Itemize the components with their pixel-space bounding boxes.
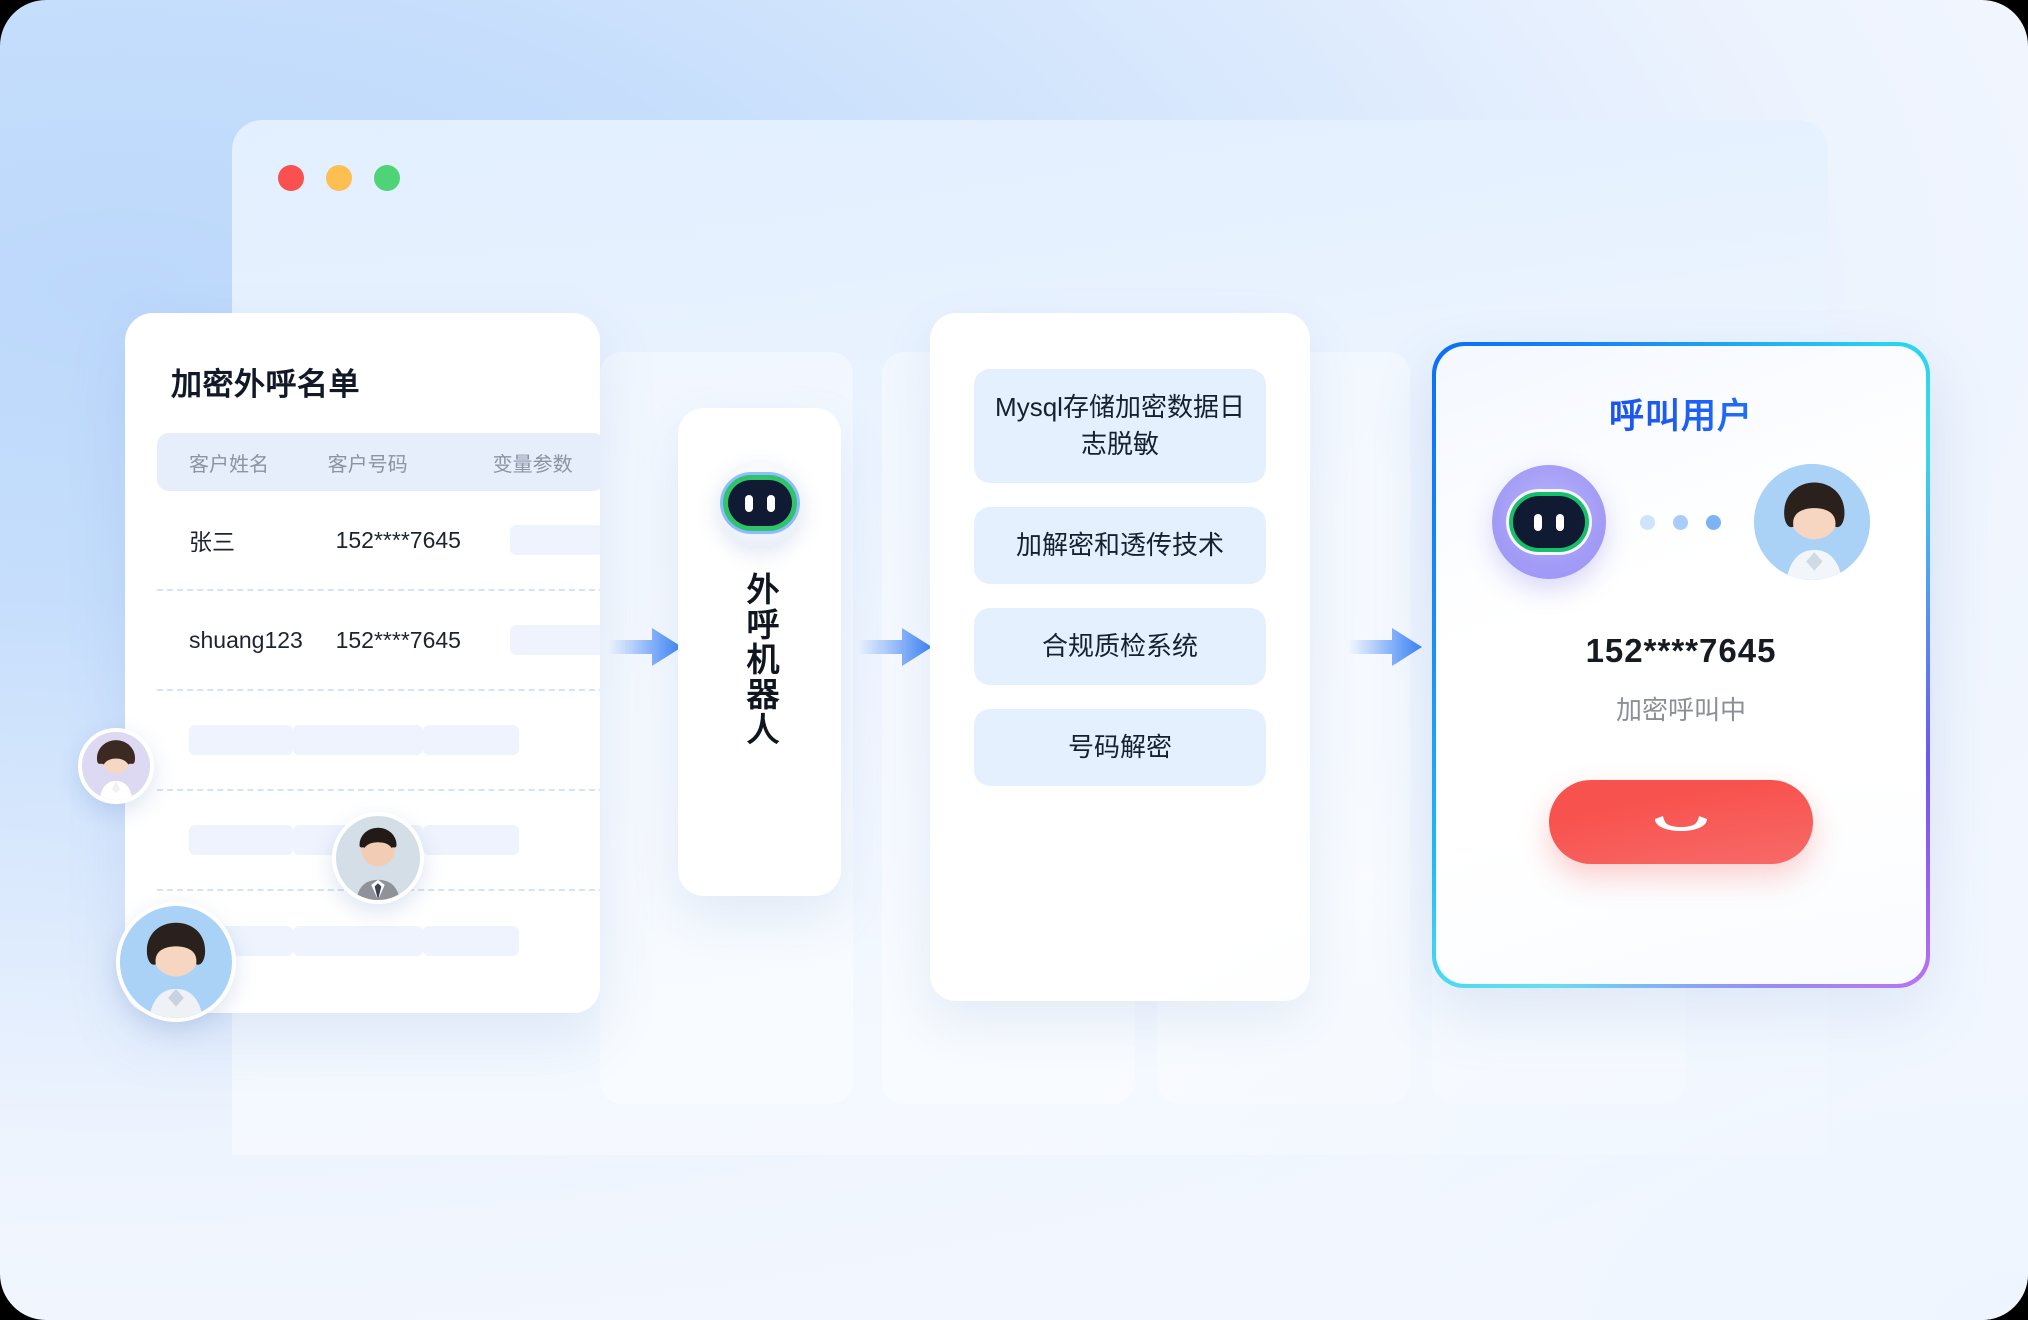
- phone-hangup-icon: [1655, 816, 1707, 831]
- table-row[interactable]: shuang123 152****7645: [157, 591, 600, 691]
- robot-eye-plate: [1513, 496, 1585, 548]
- calling-user-card: 呼叫用户: [1436, 346, 1926, 984]
- feature-chip-compliance-qa[interactable]: 合规质检系统: [974, 607, 1266, 685]
- column-header-number: 客户号码: [327, 453, 408, 476]
- call-progress-dots: [1639, 514, 1721, 530]
- call-phone-number: 152****7645: [1585, 632, 1777, 669]
- avatar: [1754, 464, 1870, 580]
- hangup-button[interactable]: [1549, 780, 1813, 864]
- table-row[interactable]: [157, 891, 600, 991]
- table-row[interactable]: [157, 691, 600, 791]
- cell-number-placeholder: [293, 926, 423, 956]
- avatar: [116, 902, 236, 1022]
- cell-variable-placeholder: [423, 825, 519, 855]
- cell-variable-placeholder: [509, 525, 600, 555]
- column-header-variable: 变量参数: [492, 453, 573, 476]
- robot-face-icon: [716, 460, 803, 546]
- progress-dot: [1705, 514, 1721, 530]
- progress-dot: [1639, 514, 1655, 530]
- cell-number: 152****7645: [335, 626, 461, 653]
- robot-eye-right: [766, 494, 775, 512]
- progress-dot: [1672, 514, 1688, 530]
- cell-name: 张三: [189, 529, 235, 555]
- robot-eye-left: [1534, 513, 1542, 531]
- cell-variable-placeholder: [509, 625, 600, 655]
- feature-chip-encrypt-decrypt[interactable]: 加解密和透传技术: [974, 506, 1266, 584]
- cell-name-placeholder: [189, 725, 293, 755]
- robot-eye-right: [1556, 513, 1564, 531]
- avatar: [332, 812, 424, 904]
- calling-user-card-border: 呼叫用户: [1432, 342, 1930, 988]
- feature-chip-mysql-encryption[interactable]: Mysql存储加密数据日志脱敏: [974, 369, 1266, 483]
- maximize-button[interactable]: [374, 165, 400, 191]
- close-button[interactable]: [278, 165, 304, 191]
- encrypted-call-list-card: 加密外呼名单 客户姓名 客户号码 变量参数 张三 152****7645 shu…: [125, 313, 600, 1013]
- arrow-right-icon: [1348, 626, 1422, 668]
- minimize-button[interactable]: [326, 165, 352, 191]
- robot-card-label: 外呼机器人: [741, 572, 779, 747]
- outbound-robot-card: 外呼机器人: [678, 408, 841, 896]
- arrow-right-icon: [858, 626, 932, 668]
- cell-variable-placeholder: [423, 926, 519, 956]
- column-header-name: 客户姓名: [189, 453, 269, 476]
- arrow-right-icon: [608, 626, 682, 668]
- list-card-title: 加密外呼名单: [171, 367, 360, 402]
- cell-number-placeholder: [293, 725, 423, 755]
- cell-number: 152****7645: [335, 526, 461, 553]
- call-status-text: 加密呼叫中: [1615, 695, 1746, 725]
- table-row[interactable]: 张三 152****7645: [157, 491, 600, 591]
- robot-eye-left: [744, 494, 753, 512]
- robot-face-icon: [1492, 465, 1606, 579]
- window-traffic-lights: [278, 165, 400, 191]
- call-participants-row: [1492, 464, 1870, 580]
- cell-name-placeholder: [189, 825, 293, 855]
- call-list-table: 客户姓名 客户号码 变量参数 张三 152****7645 shuang123 …: [157, 433, 600, 991]
- avatar: [78, 728, 154, 804]
- table-header-row: 客户姓名 客户号码 变量参数: [157, 433, 600, 491]
- feature-chip-number-decrypt[interactable]: 号码解密: [974, 708, 1266, 786]
- cell-name: shuang123: [189, 626, 303, 653]
- robot-eye-plate: [727, 480, 792, 526]
- security-features-card: Mysql存储加密数据日志脱敏 加解密和透传技术 合规质检系统 号码解密: [930, 313, 1310, 1001]
- call-card-title: 呼叫用户: [1436, 388, 1926, 439]
- cell-variable-placeholder: [423, 725, 519, 755]
